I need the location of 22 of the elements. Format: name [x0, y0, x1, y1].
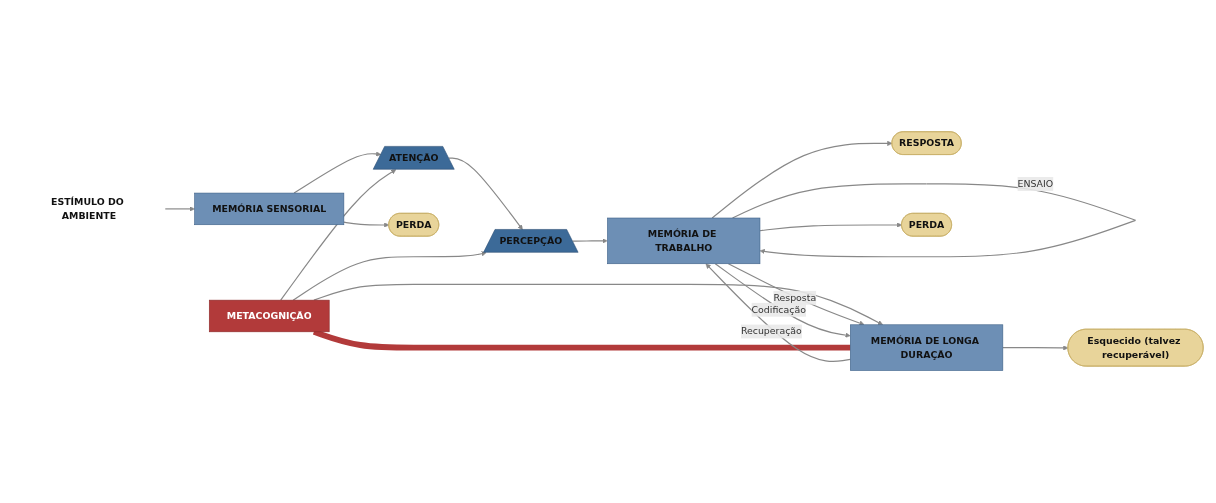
edge-label: Codificação: [751, 304, 806, 316]
node-text: ESTÍMULO DO AMBIENTE: [51, 196, 124, 222]
arrow: [292, 251, 487, 302]
arrow: [343, 221, 390, 228]
arrow: [293, 151, 382, 195]
arrow: [164, 206, 195, 212]
arrow: [759, 222, 903, 232]
node-box: METACOGNIÇÃO: [209, 300, 330, 333]
edge-label: ENSAIO: [1017, 178, 1054, 190]
arrow: [280, 169, 397, 302]
arrow: [705, 263, 851, 363]
arrow: [1002, 345, 1069, 351]
arrow: [714, 263, 851, 339]
edge-label: Resposta: [773, 292, 817, 304]
node-box: MEMÓRIA DE LONGA DURAÇÃO: [850, 324, 1004, 372]
arrow: [572, 238, 608, 244]
arrow: [711, 141, 893, 219]
arrow: [448, 157, 523, 231]
arrow: [731, 183, 1137, 258]
edge-label: Recuperação: [740, 326, 802, 338]
node-box: MEMÓRIA DE TRABALHO: [607, 218, 761, 265]
node-box: MEMÓRIA SENSORIAL: [194, 193, 345, 226]
